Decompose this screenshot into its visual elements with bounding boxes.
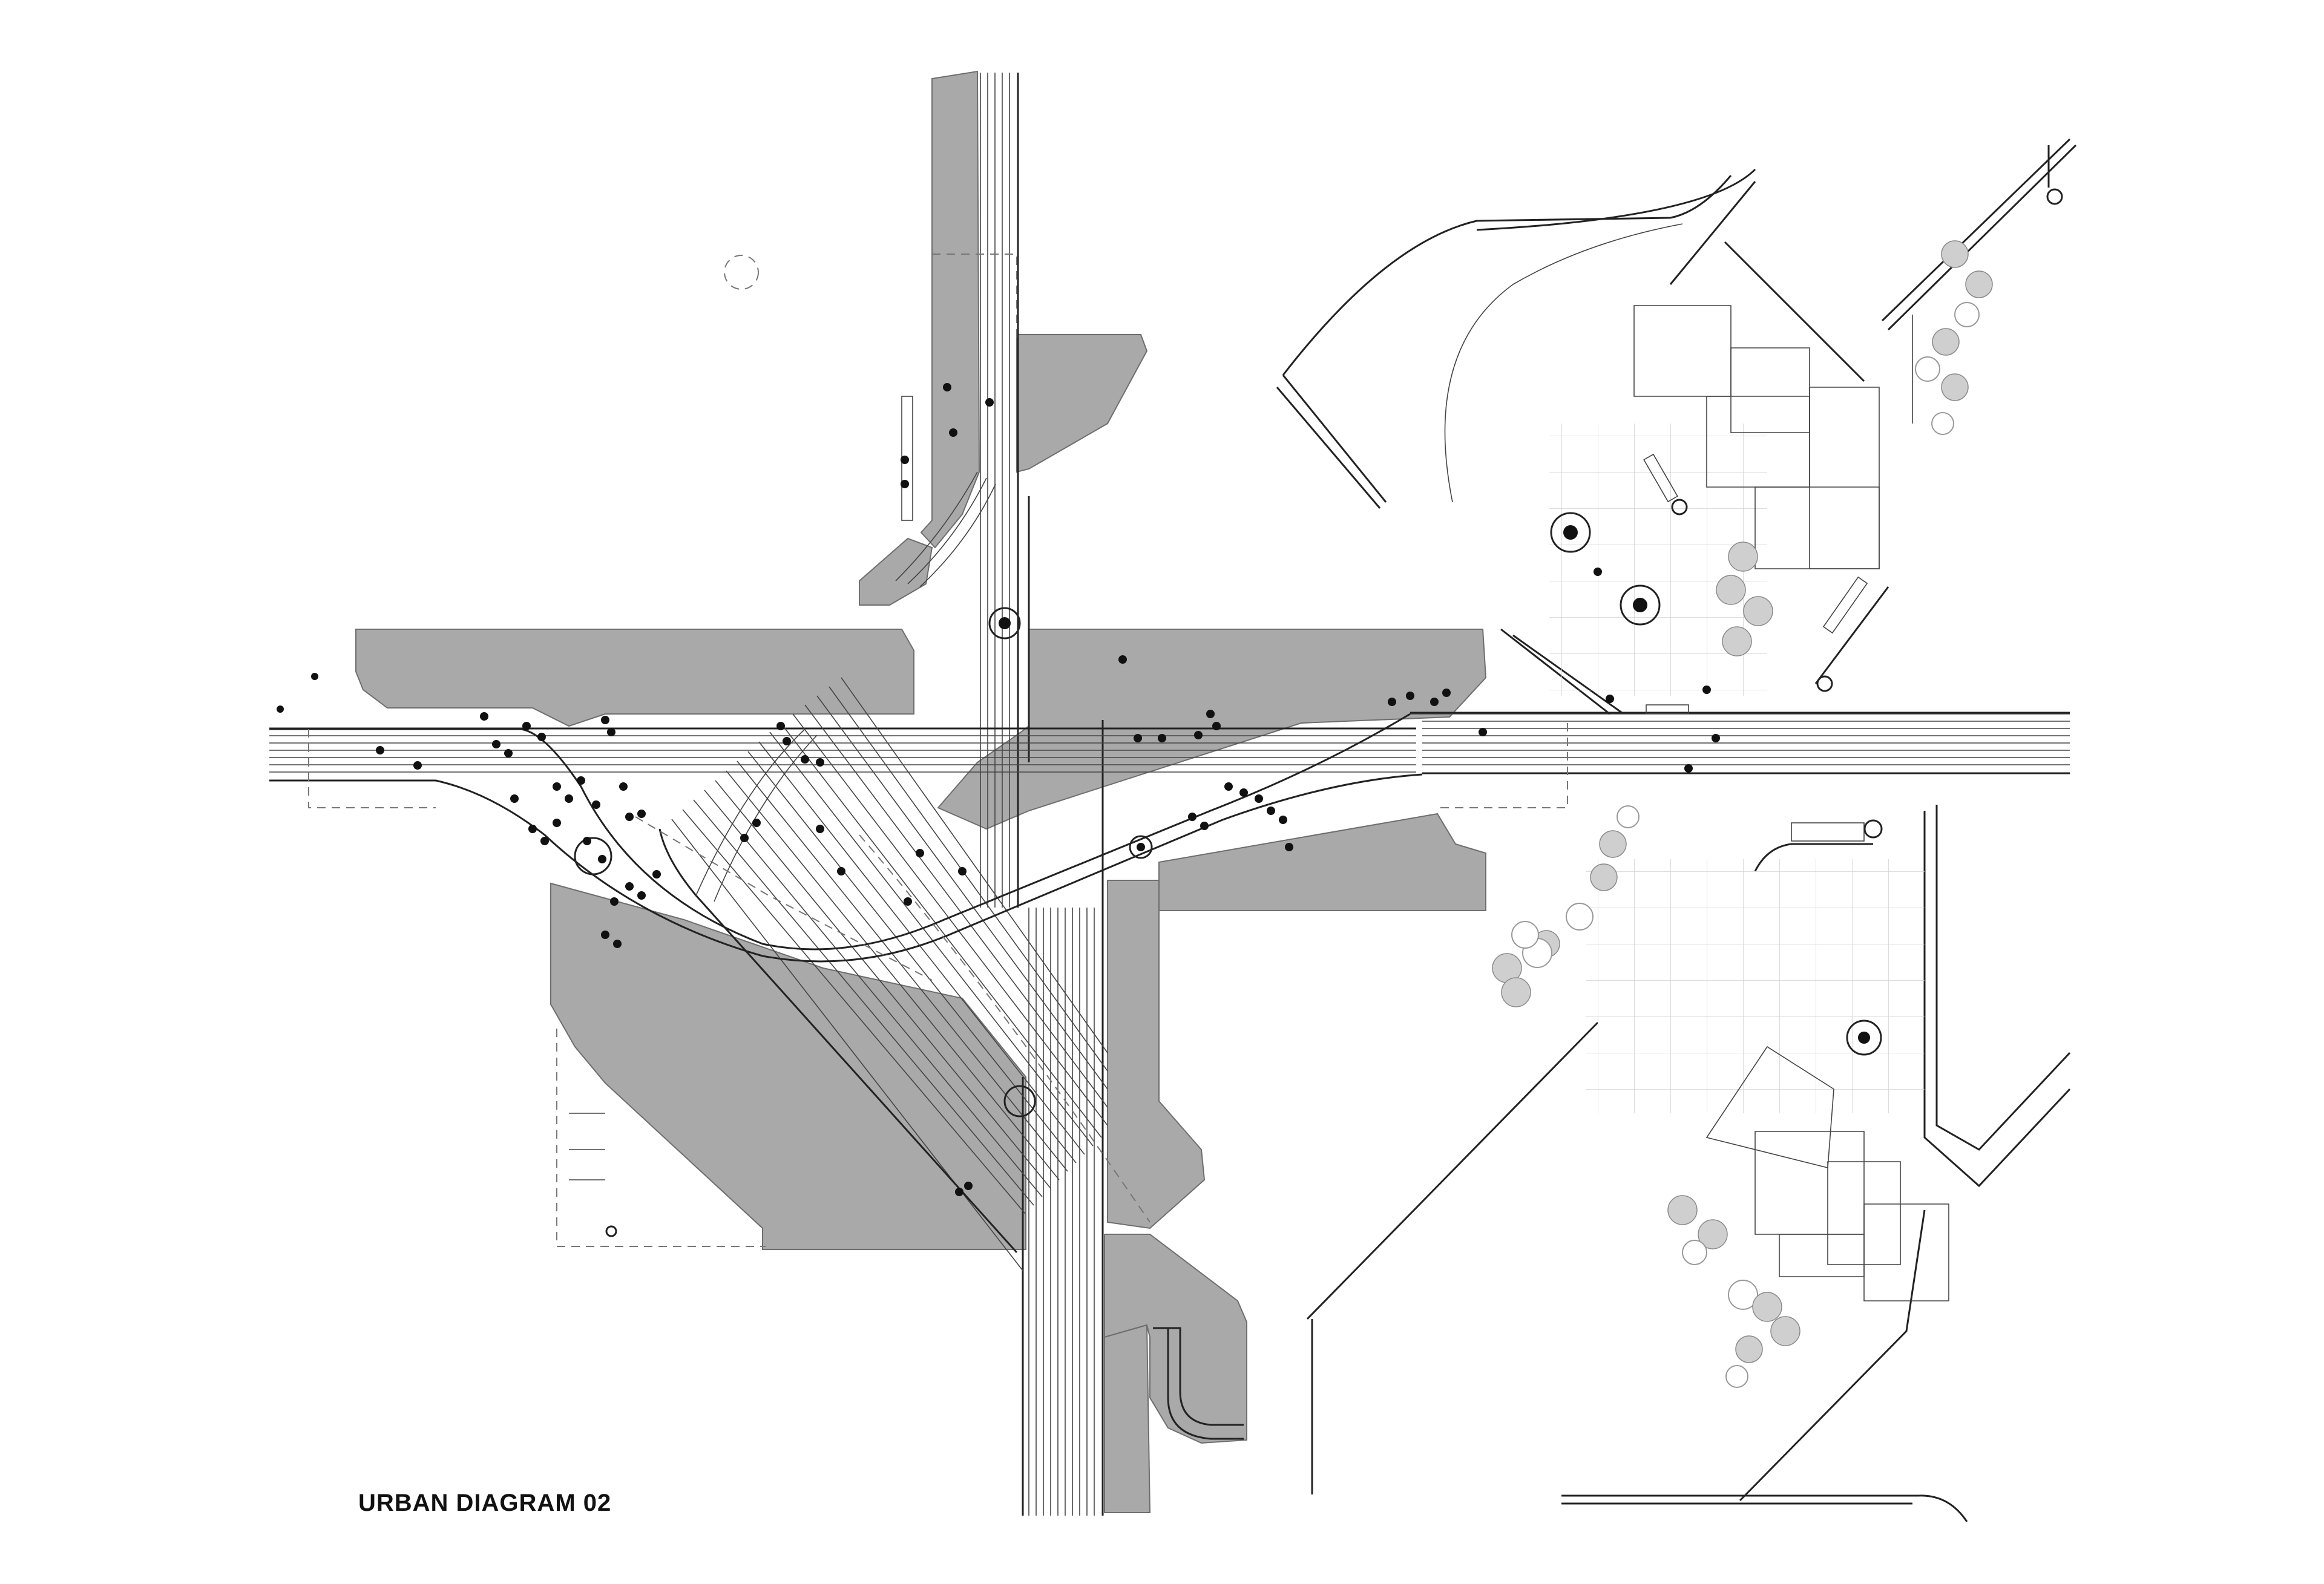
tree-cluster-ne (1716, 240, 1993, 656)
people (277, 383, 1720, 1196)
building-south-central (1107, 880, 1206, 1229)
dashed-outlines (308, 254, 1568, 1247)
building-south-strip-lower (1104, 1324, 1151, 1513)
ne-building-footprints (1633, 305, 1880, 569)
building-south-west-large (550, 882, 1026, 1250)
south-street-lanes (1022, 720, 1104, 1516)
car-ramp (1153, 1327, 1244, 1426)
street-furniture (569, 188, 2063, 1237)
tree-cluster-se (1667, 1195, 1800, 1388)
diagram-title: URBAN DIAGRAM 02 (358, 1490, 612, 1516)
building-west-block (355, 629, 914, 727)
street-network (269, 73, 2070, 1516)
building-south-east-small (1158, 813, 1486, 911)
se-building-footprints (1705, 1046, 1949, 1301)
diagonal-striped-band (658, 677, 1108, 1271)
trees (1492, 240, 1993, 1388)
tree-cluster-mid (1492, 805, 1640, 1007)
south-east-block (1306, 805, 2071, 1522)
building-north-wedge-left (859, 537, 933, 606)
building-north-strip (920, 70, 980, 549)
north-east-courtyard (1276, 138, 2077, 715)
building-north-east-wedge (1016, 334, 1148, 473)
curved-promenade (269, 713, 1423, 963)
